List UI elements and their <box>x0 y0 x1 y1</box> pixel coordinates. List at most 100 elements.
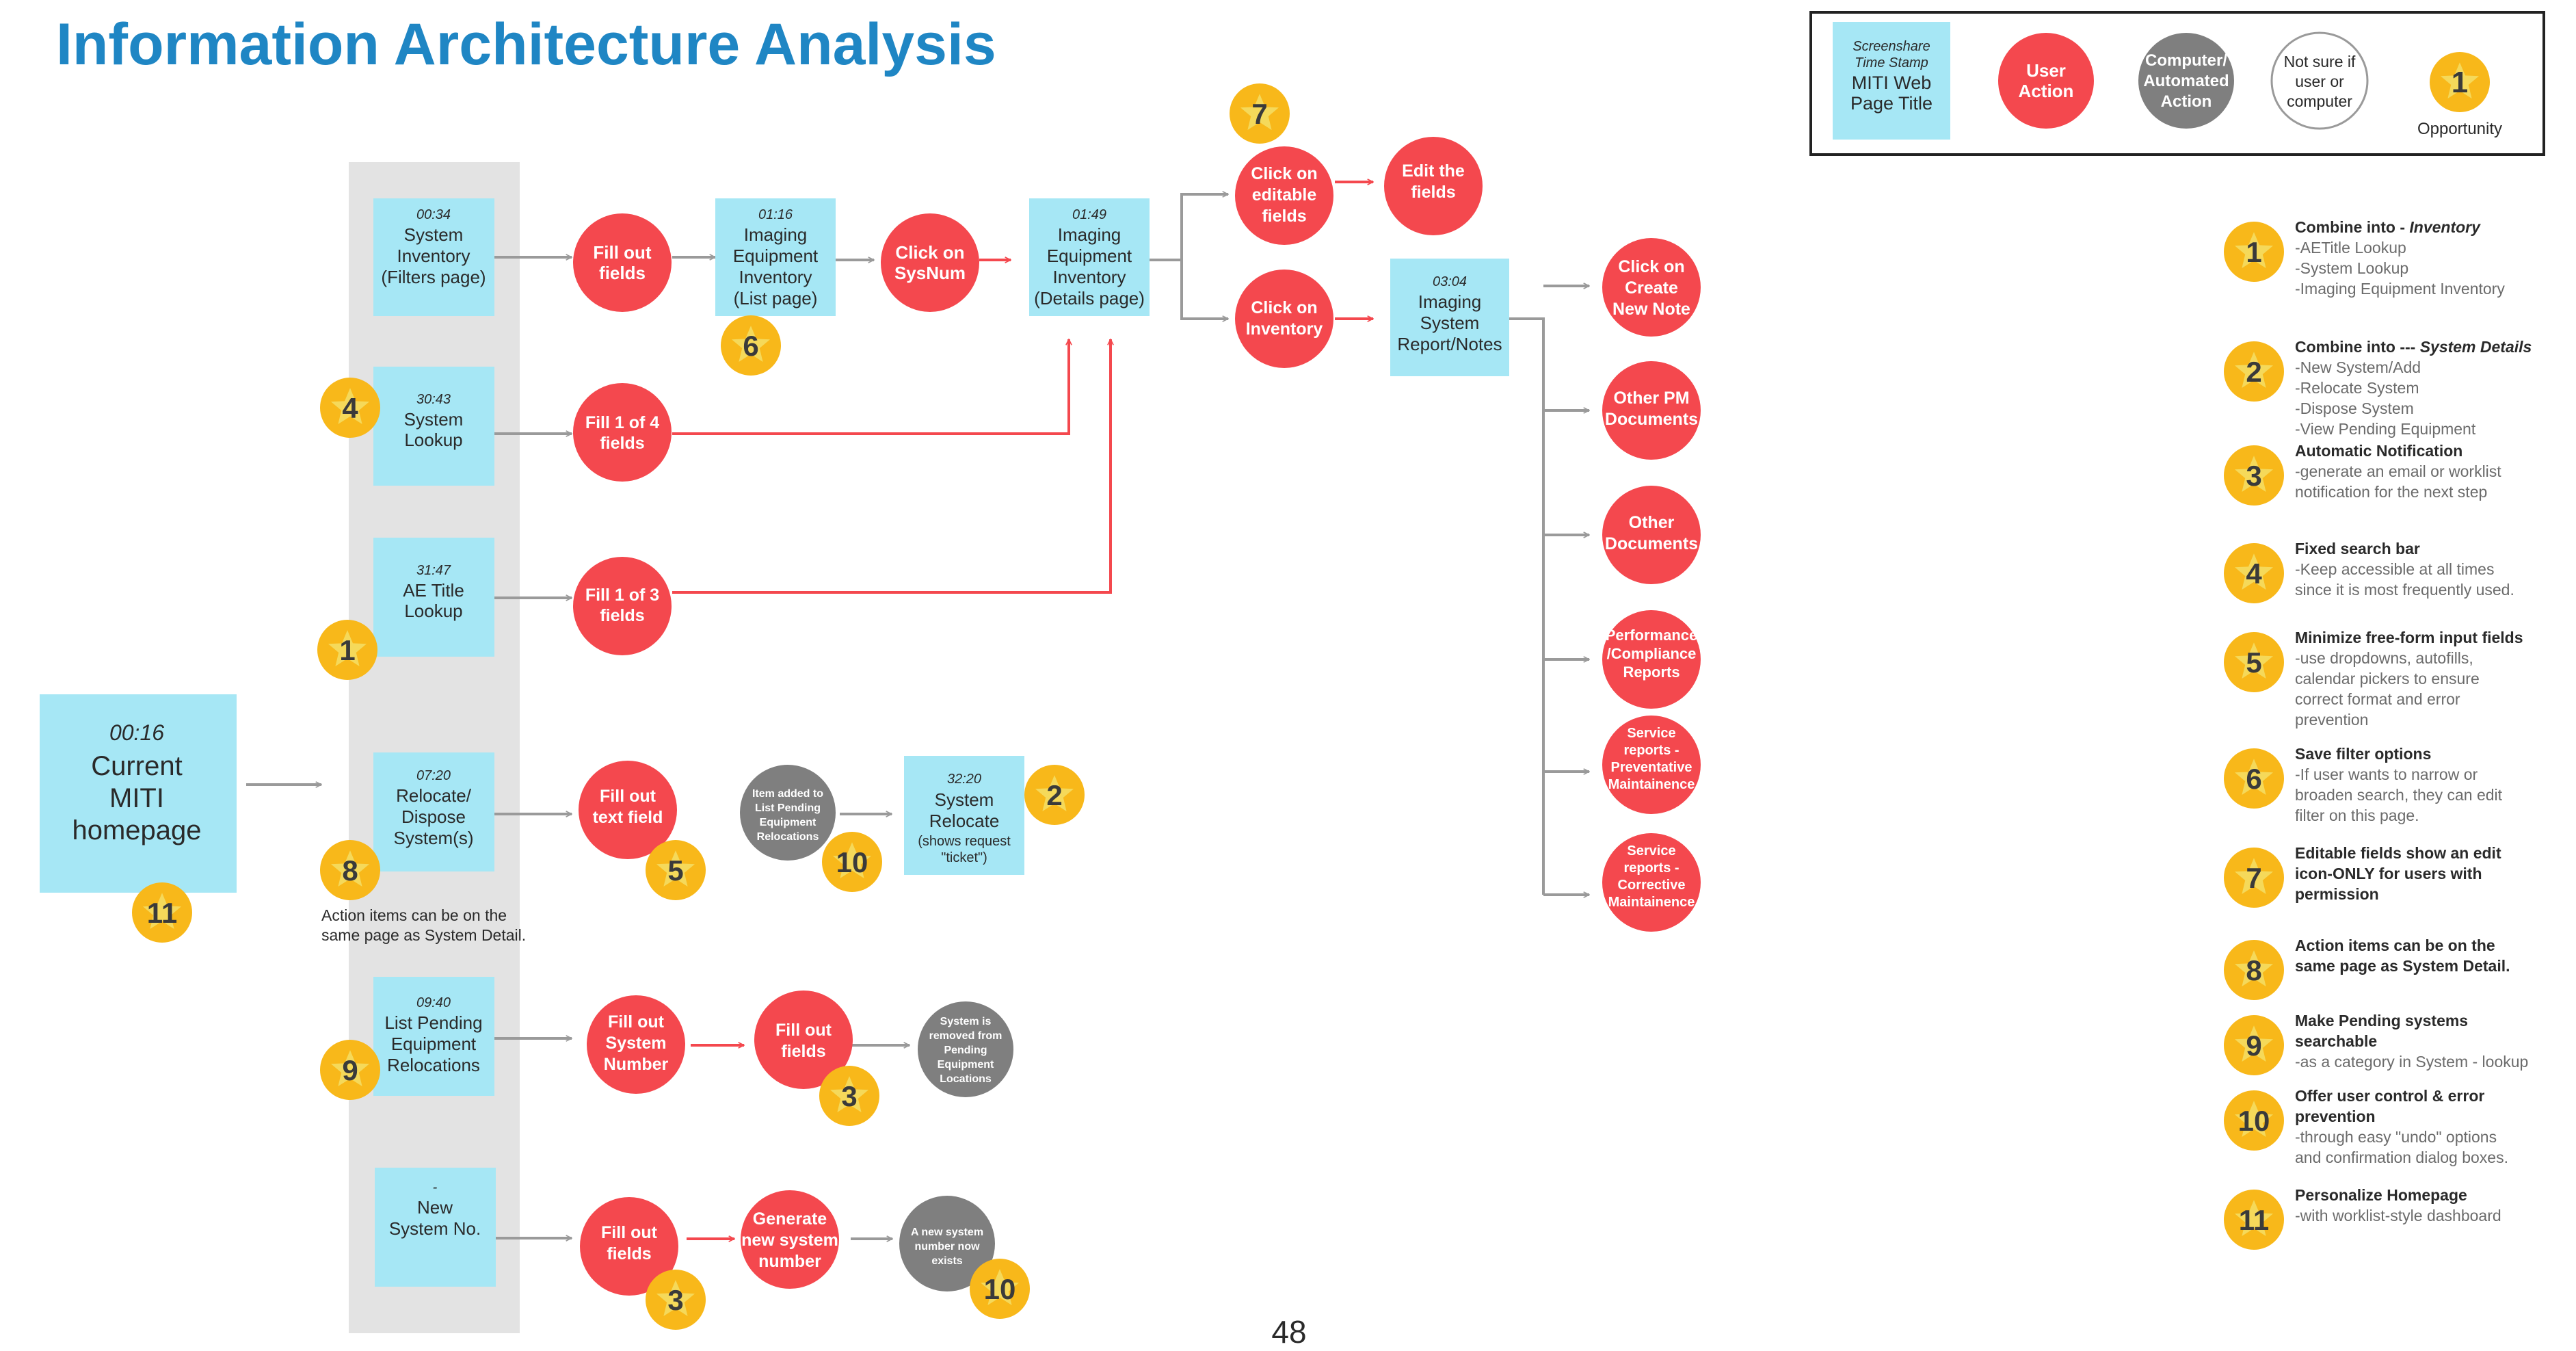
ae-title-label-2: Lookup <box>404 601 462 621</box>
action-label: fields <box>781 1042 825 1061</box>
inventory-list-label-1: Imaging <box>744 224 808 245</box>
system-relocate-label-3: (shows request <box>918 834 1011 849</box>
page-boxes: 00:16 Current MITI homepage 00:34 System… <box>40 198 1509 1287</box>
opportunity-title-line: icon-ONLY for users with <box>2295 865 2482 882</box>
action-label: /Compliance <box>1607 645 1697 662</box>
action-label: Click on <box>1251 164 1317 183</box>
opportunity-title: Make Pending systems <box>2295 1012 2468 1029</box>
computer-label: Item added to <box>752 788 823 800</box>
opportunity-badge: 10 <box>822 832 882 892</box>
opportunity-number: 9 <box>2246 1029 2261 1062</box>
opportunity-desc-line: -use dropdowns, autofills, <box>2295 649 2473 667</box>
badge-number: 10 <box>984 1273 1016 1305</box>
legend-page-title-2: Page Title <box>1850 93 1933 114</box>
system-lookup-label-1: System <box>404 409 464 430</box>
badge-number: 9 <box>342 1054 358 1086</box>
action-label: Documents <box>1605 410 1698 429</box>
opportunity-desc-line: correct format and error <box>2295 690 2460 708</box>
opportunity-badge: 10 <box>970 1259 1030 1319</box>
computer-label: Locations <box>940 1073 992 1085</box>
imaging-report-label-2: System <box>1420 313 1480 333</box>
homepage-time: 00:16 <box>109 720 164 745</box>
legend-computer-action-node <box>2138 33 2234 129</box>
relocate-time: 07:20 <box>416 768 451 783</box>
opportunity-number: 8 <box>2246 954 2261 986</box>
legend-page-title: MITI Web <box>1852 73 1932 93</box>
opportunity-badge: 7 <box>1230 83 1290 144</box>
opportunity-desc-line: -System Lookup <box>2295 259 2408 277</box>
action-label: SysNum <box>894 263 966 283</box>
computer-system-removed <box>918 1001 1013 1097</box>
action-label: Other PM <box>1613 389 1689 408</box>
action-label: fields <box>1411 183 1455 202</box>
action-label: fields <box>600 434 644 453</box>
relocate-label-3: System(s) <box>394 828 474 848</box>
opportunity-title-line: same page as System Detail. <box>2295 957 2510 975</box>
opportunity-badge: 9 <box>320 1040 380 1100</box>
legend-user-action-node <box>1998 33 2094 129</box>
badge-number: 8 <box>342 854 358 887</box>
computer-label: List Pending <box>755 802 821 814</box>
computer-label: removed from <box>929 1030 1002 1042</box>
inventory-list-label-4: (List page) <box>734 288 818 309</box>
action-label: System <box>606 1034 667 1053</box>
action-fill-out-fields-3 <box>580 1197 678 1296</box>
user-action-nodes: Fill out fields Click on SysNum Click on… <box>573 137 1701 1296</box>
list-pending-label-2: Equipment <box>391 1034 477 1054</box>
inventory-details-label-2: Equipment <box>1047 246 1132 266</box>
action-fill-1-of-4 <box>573 383 672 482</box>
computer-item-added <box>740 765 836 861</box>
computer-label: System is <box>940 1016 992 1027</box>
inventory-details-label-3: Inventory <box>1053 267 1126 287</box>
inventory-list-time: 01:16 <box>758 207 793 222</box>
badge-number: 6 <box>743 330 758 362</box>
opportunity-badge: 8 <box>320 840 380 900</box>
action-performance <box>1602 610 1701 709</box>
opportunity-desc-line: -Dispose System <box>2295 399 2414 417</box>
badge-number: 3 <box>841 1080 857 1112</box>
action-label: Maintainence <box>1608 777 1695 792</box>
computer-label: Equipment <box>938 1059 994 1071</box>
action-label: Generate <box>753 1209 827 1229</box>
opportunity-desc-line: -If user wants to narrow or <box>2295 765 2478 783</box>
action-label: number <box>758 1252 821 1271</box>
action-label: reports - <box>1623 743 1679 758</box>
legend-page-timestamp: Screenshare <box>1853 39 1930 54</box>
action-items-note: Action items can be on the <box>321 906 507 924</box>
opportunity-number: 6 <box>2246 763 2261 795</box>
action-label: new system <box>741 1231 838 1250</box>
opportunity-desc-line: and confirmation dialog boxes. <box>2295 1149 2508 1166</box>
opportunity-title: Minimize free-form input fields <box>2295 629 2523 646</box>
opportunity-title: Save filter options <box>2295 745 2431 763</box>
badge-number: 3 <box>667 1284 683 1316</box>
computer-label: Relocations <box>757 831 819 843</box>
opportunity-number: 10 <box>2238 1105 2270 1137</box>
ae-title-label-1: AE Title <box>403 580 464 601</box>
page-current-homepage <box>40 694 237 893</box>
badge-number: 5 <box>667 854 683 887</box>
opportunity-title: Personalize Homepage <box>2295 1186 2467 1204</box>
opportunity-title-line: prevention <box>2295 1107 2376 1125</box>
action-label: Click on <box>1618 257 1684 276</box>
action-label: fields <box>1262 207 1306 226</box>
action-label: Fill out <box>593 242 652 263</box>
action-edit-fields <box>1384 137 1483 235</box>
badge-number: 4 <box>342 392 358 424</box>
action-label: reports - <box>1623 861 1679 876</box>
badge-number: 7 <box>1251 98 1267 130</box>
action-label: Preventative <box>1611 760 1692 775</box>
imaging-report-label-1: Imaging <box>1418 291 1482 312</box>
relocate-label-2: Dispose <box>401 806 466 827</box>
ae-title-time: 31:47 <box>416 563 451 578</box>
opportunity-desc-line: notification for the next step <box>2295 483 2487 501</box>
computer-action-nodes: Item added to List Pending Equipment Rel… <box>740 765 1013 1291</box>
page-ae-title-lookup <box>373 538 494 657</box>
opportunity-badge: 3 <box>819 1066 879 1126</box>
opportunity-desc-line: -AETitle Lookup <box>2295 239 2406 257</box>
opportunity-number: 11 <box>2239 1204 2269 1236</box>
page-imaging-inventory-details <box>1029 198 1150 316</box>
